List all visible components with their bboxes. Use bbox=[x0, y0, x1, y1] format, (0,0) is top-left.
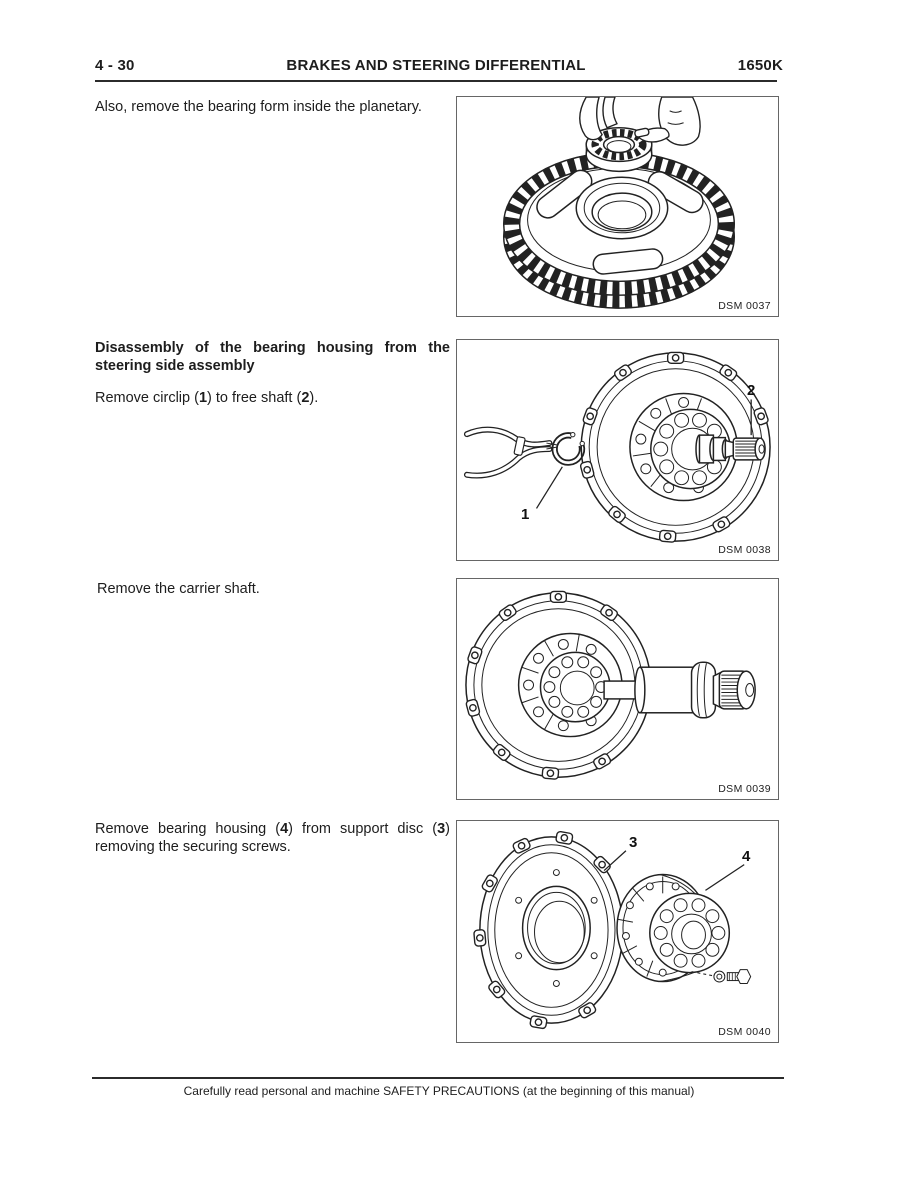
figure-callout-2: 2 bbox=[747, 382, 756, 399]
paragraph-remove-circlip: Remove circlip (1) to free shaft (2). bbox=[95, 389, 450, 407]
ref-number-1: 1 bbox=[198, 390, 208, 406]
circlip bbox=[551, 431, 586, 466]
footer-rule bbox=[92, 1077, 784, 1079]
ref-number-2: 2 bbox=[301, 390, 310, 406]
ref-number-4: 4 bbox=[280, 821, 289, 837]
text-run: ) to free shaft ( bbox=[207, 390, 302, 406]
figure-callout-3: 3 bbox=[629, 834, 638, 851]
paragraph-remove-carrier-shaft: Remove the carrier shaft. bbox=[97, 581, 260, 597]
leader-lines bbox=[603, 850, 745, 891]
figure-dsm0039: DSM 0039 bbox=[456, 578, 779, 800]
circlip-pliers bbox=[463, 426, 558, 479]
figure-dsm0040: 3 4 DSM 0040 bbox=[456, 820, 779, 1043]
ref-number-3: 3 bbox=[437, 821, 446, 837]
model-code: 1650K bbox=[737, 57, 783, 74]
figure-caption: DSM 0039 bbox=[718, 783, 771, 795]
bearing-balls bbox=[653, 412, 728, 486]
circlip-removal-illustration bbox=[463, 351, 771, 544]
figure-callout-1: 1 bbox=[521, 506, 530, 523]
text-run: ). bbox=[309, 390, 319, 406]
text-run: Remove circlip ( bbox=[95, 390, 199, 406]
support-disc bbox=[473, 830, 624, 1030]
paragraph-remove-bearing: Also, remove the bearing form inside the… bbox=[95, 99, 422, 115]
figure-dsm0037: DSM 0037 bbox=[456, 96, 779, 317]
figure-caption: DSM 0040 bbox=[718, 1026, 771, 1038]
leader-lines bbox=[535, 399, 752, 509]
text-run: ) removing the securing screws. bbox=[95, 821, 450, 855]
header-rule bbox=[95, 80, 777, 82]
bearing bbox=[585, 126, 653, 173]
planetary-gear bbox=[502, 151, 736, 309]
page-title: BRAKES AND STEERING DIFFERENTIAL bbox=[286, 57, 586, 74]
carrier-shaft bbox=[603, 661, 756, 719]
page-number: 4 - 30 bbox=[95, 57, 135, 74]
figure-caption: DSM 0038 bbox=[718, 544, 771, 556]
carrier-shaft-illustration bbox=[464, 590, 756, 781]
bearing-housing bbox=[616, 873, 731, 983]
figure-dsm0038: 1 2 DSM 0038 bbox=[456, 339, 779, 561]
footer-note: Carefully read personal and machine SAFE… bbox=[183, 1084, 695, 1098]
text-run: ) from support disc ( bbox=[288, 821, 438, 837]
section-heading: Disassembly of the bearing housing from … bbox=[95, 340, 450, 374]
splined-shaft bbox=[695, 434, 766, 464]
bearing-balls bbox=[653, 898, 726, 968]
hands bbox=[579, 97, 701, 146]
paragraph-remove-housing: Remove bearing housing (4) from support … bbox=[95, 820, 450, 856]
figure-callout-4: 4 bbox=[742, 848, 751, 865]
text-run: Remove bearing housing ( bbox=[95, 821, 281, 837]
figure-caption: DSM 0037 bbox=[718, 300, 771, 312]
securing-screw bbox=[691, 969, 752, 985]
planetary-gear-bearing-illustration bbox=[502, 97, 736, 309]
bearing-housing-illustration bbox=[473, 830, 752, 1030]
